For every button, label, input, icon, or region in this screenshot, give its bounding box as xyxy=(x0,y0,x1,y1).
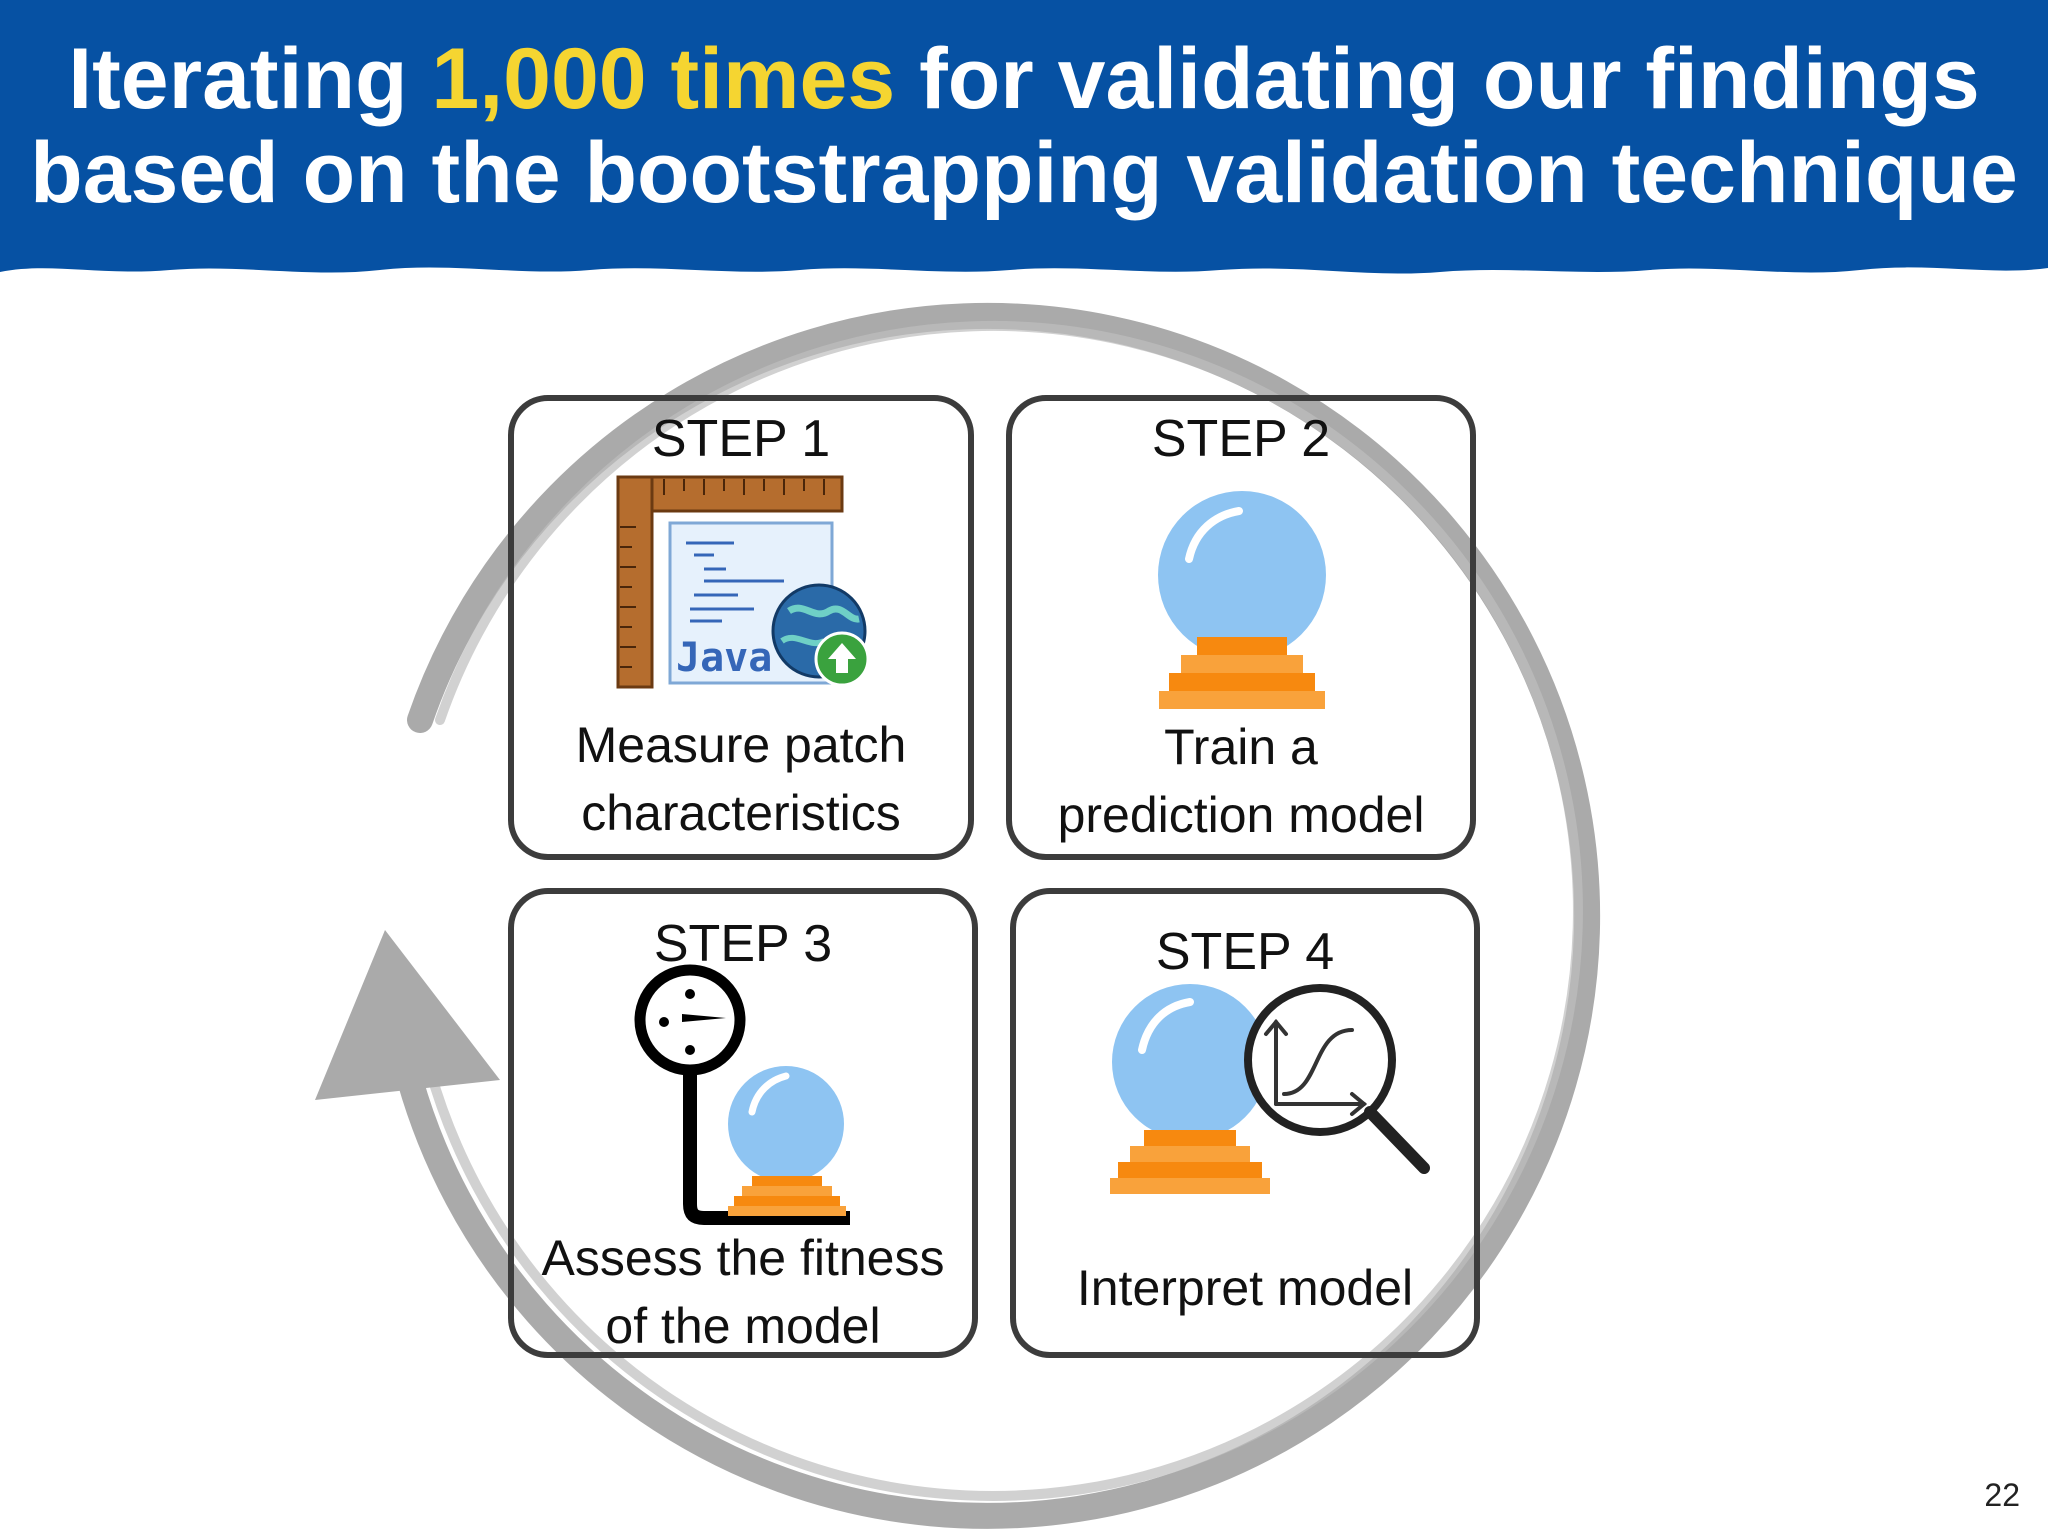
step-card-3: STEP 3 Assess the fitness of the model xyxy=(508,888,978,1358)
step-card-2: STEP 2 Train a prediction model xyxy=(1006,395,1476,860)
title-suffix: for validating our findings xyxy=(895,31,1980,127)
title-highlight: 1,000 times xyxy=(431,31,896,127)
step-3-description: Assess the fitness of the model xyxy=(541,1230,945,1354)
crystal-ball-icon xyxy=(1158,491,1326,709)
step-card-4: STEP 4 Interpret model xyxy=(1010,888,1480,1358)
java-label: Java xyxy=(676,635,772,681)
cycle-arrow xyxy=(315,302,1601,1529)
step-4-description: Interpret model xyxy=(1076,1260,1414,1316)
step-2-description: Train a prediction model xyxy=(1057,719,1425,843)
title-line-2: based on the bootstrapping validation te… xyxy=(30,125,2018,221)
cycle-arrowhead-icon xyxy=(315,930,500,1100)
title-prefix: Iterating xyxy=(68,31,432,127)
header-band xyxy=(0,0,2048,274)
step-1-title: STEP 1 xyxy=(651,410,831,468)
step-4-title: STEP 4 xyxy=(1155,923,1335,981)
magnifier-crystal-ball-icon xyxy=(1110,984,1430,1194)
page-number: 22 xyxy=(1984,1477,2020,1513)
step-card-1: STEP 1 xyxy=(508,395,974,860)
slide-title: Iterating 1,000 times for validating our… xyxy=(0,32,2048,220)
gauge-crystal-ball-icon xyxy=(634,964,850,1225)
java-ruler-globe-icon: Java xyxy=(616,475,870,689)
step-1-description: Measure patch characteristics xyxy=(575,717,907,841)
step-3-title: STEP 3 xyxy=(653,915,833,973)
step-2-title: STEP 2 xyxy=(1151,410,1331,468)
